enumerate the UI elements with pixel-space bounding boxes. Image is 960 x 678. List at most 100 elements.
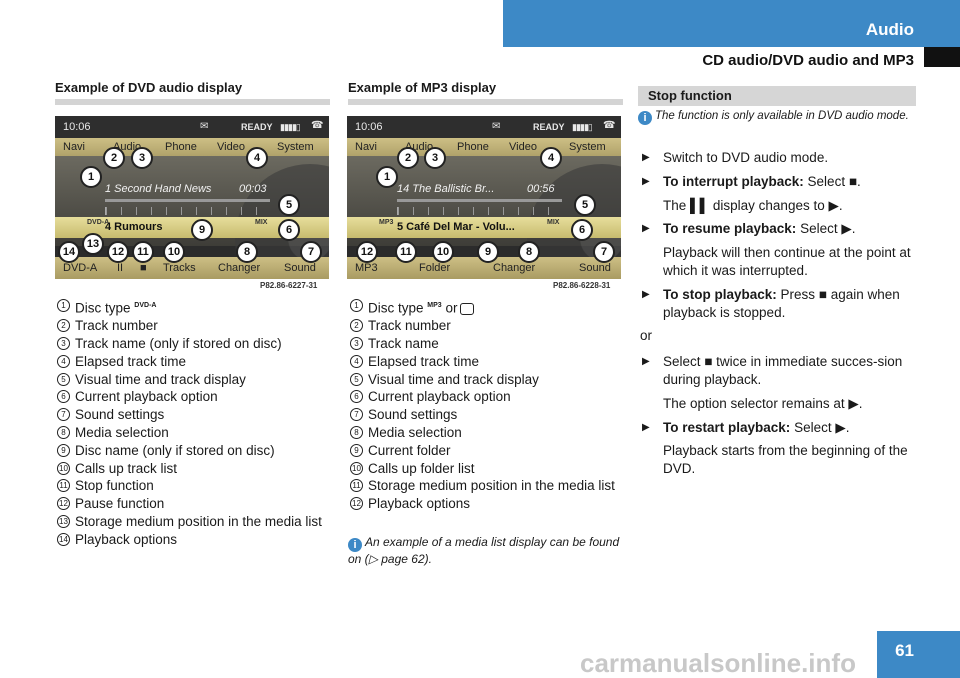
time-bar	[397, 199, 562, 202]
callout-12: 12	[356, 241, 378, 263]
info-icon: i	[638, 111, 652, 125]
folder-name: 5 Café Del Mar - Volu...	[397, 221, 515, 233]
step-resume-result: Playback will then continue at the point…	[663, 245, 911, 278]
phone-icon: ☎	[603, 120, 616, 131]
page-number: 61	[877, 631, 960, 678]
menu-system: System	[277, 141, 314, 153]
callout-4: 4	[540, 147, 562, 169]
menu-video: Video	[509, 141, 537, 153]
step-restart-result: Playback starts from the beginning of th…	[663, 443, 908, 477]
callout-8: 8	[236, 241, 258, 263]
signal-bars-icon: ▮▮▮▮▯	[572, 122, 593, 132]
mp3-column-heading: Example of MP3 display	[348, 80, 623, 105]
menu-changer: Changer	[493, 262, 536, 274]
callout-13: 13	[82, 233, 104, 255]
callout-9: 9	[191, 219, 213, 241]
ready-status: READY	[241, 122, 273, 132]
step-interrupt: ▶To interrupt playback: Select ■.	[642, 173, 861, 189]
menu-tracks: Tracks	[163, 262, 196, 274]
or-separator: or	[640, 328, 653, 344]
callout-10: 10	[163, 241, 185, 263]
callout-12: 12	[107, 241, 129, 263]
callout-11: 11	[132, 241, 154, 263]
menu-dvd-a: DVD-A	[63, 262, 98, 274]
menu-navi: Navi	[63, 141, 86, 153]
menu-sound: Sound	[579, 262, 611, 274]
disc-type-tag: MP3	[379, 219, 394, 226]
info-icon: i	[348, 538, 362, 552]
callout-1: 1	[80, 166, 102, 188]
dvd-example-title: Example of DVD audio display	[55, 80, 243, 95]
callout-9: 9	[477, 241, 499, 263]
signal-bars-icon: ▮▮▮▮▯	[280, 122, 301, 132]
playback-option-tag: MIX	[547, 219, 560, 226]
menu-phone: Phone	[457, 141, 489, 153]
playback-option-tag: MIX	[255, 219, 268, 226]
elapsed-time: 00:56	[527, 183, 555, 195]
step-switch-mode: ▶Switch to DVD audio mode.	[642, 150, 829, 165]
menu-phone: Phone	[165, 141, 197, 153]
step-resume: ▶To resume playback: Select ▶.	[642, 221, 856, 237]
image-caption: P82.86-6227-31	[260, 281, 318, 290]
image-caption: P82.86-6228-31	[553, 281, 611, 290]
callout-5: 5	[278, 194, 300, 216]
callout-10: 10	[432, 241, 454, 263]
mp3-example-title: Example of MP3 display	[348, 80, 497, 95]
section-title: Audio	[865, 20, 914, 39]
step-select-twice: ▶Select ■ twice in immediate succes-sion…	[642, 354, 903, 387]
mp3-display-image: 10:06 ✉ READY ▮▮▮▮▯ ☎ Navi Audio Phone V…	[347, 116, 621, 279]
menu-system: System	[569, 141, 606, 153]
menu-navi: Navi	[355, 141, 378, 153]
callout-3: 3	[131, 147, 153, 169]
callout-5: 5	[574, 194, 596, 216]
callout-11: 11	[395, 241, 417, 263]
stop-icon: ■	[140, 262, 147, 274]
callout-2: 2	[397, 147, 419, 169]
envelope-icon: ✉	[492, 121, 501, 132]
step-interrupt-result: The ▌▌ display changes to ▶.	[663, 197, 843, 213]
title-rule	[55, 99, 330, 105]
envelope-icon: ✉	[200, 121, 209, 132]
disc-type-tag: DVD-A	[87, 219, 110, 226]
time-bar	[105, 199, 270, 202]
dvd-audio-display-image: 10:06 ✉ READY ▮▮▮▮▯ ☎ Navi Audio Phone V…	[55, 116, 329, 279]
callout-4: 4	[246, 147, 268, 169]
arrow-icon: ▶	[642, 223, 650, 235]
status-bar: 10:06 ✉ READY ▮▮▮▮▯ ☎	[55, 116, 329, 138]
callout-7: 7	[593, 241, 615, 263]
callout-2: 2	[103, 147, 125, 169]
status-bar: 10:06 ✉ READY ▮▮▮▮▯ ☎	[347, 116, 621, 138]
arrow-icon: ▶	[642, 421, 650, 433]
track-name: 1 Second Hand News	[105, 183, 212, 195]
header-tab-marker	[924, 47, 960, 67]
menu-changer: Changer	[218, 262, 261, 274]
main-menu: Navi Audio Phone Video System	[347, 138, 621, 156]
menu-video: Video	[217, 141, 245, 153]
disc-name: 4 Rumours	[105, 221, 163, 233]
arrow-icon: ▶	[642, 288, 650, 300]
track-name: 14 The Ballistic Br...	[397, 183, 495, 195]
